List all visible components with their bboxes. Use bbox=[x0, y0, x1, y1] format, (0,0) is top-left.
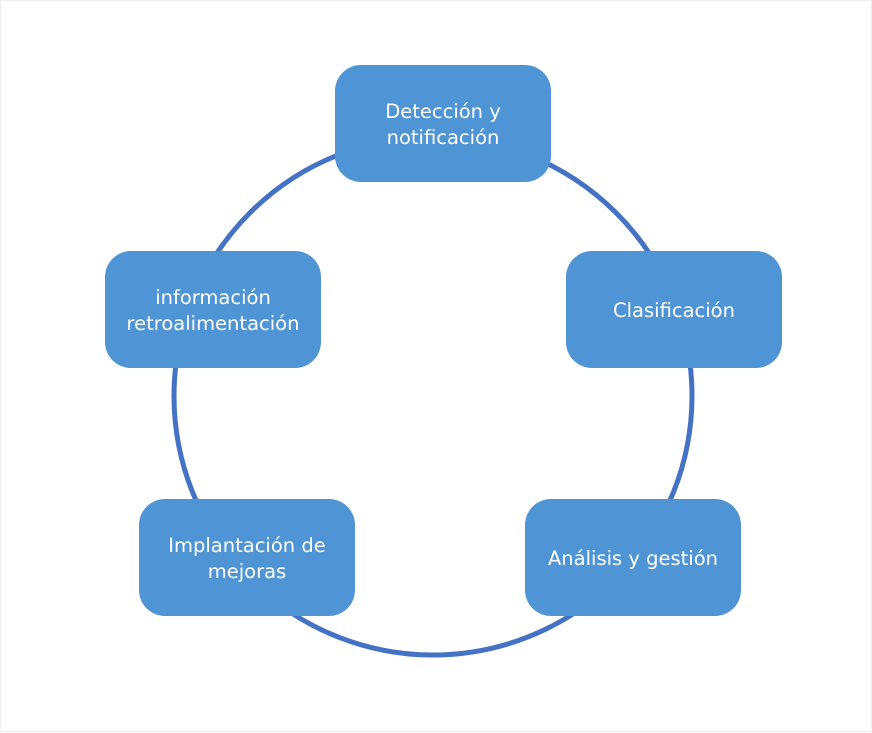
node-box bbox=[105, 251, 321, 368]
node-deteccion: Detección y notificación bbox=[335, 65, 551, 182]
node-informacion: información retroalimentación bbox=[105, 251, 321, 368]
node-box bbox=[139, 499, 355, 616]
node-analisis: Análisis y gestión bbox=[525, 499, 741, 616]
node-box bbox=[335, 65, 551, 182]
node-label-line: Implantación de bbox=[168, 534, 325, 557]
node-box bbox=[566, 251, 782, 368]
node-label-line: información bbox=[155, 286, 271, 309]
node-label-line: retroalimentación bbox=[127, 312, 300, 335]
node-label-line: Clasificación bbox=[613, 299, 735, 322]
node-clasificacion: Clasificación bbox=[566, 251, 782, 368]
node-label-line: notificación bbox=[387, 126, 500, 149]
node-box bbox=[525, 499, 741, 616]
node-label-line: Detección y bbox=[385, 100, 501, 123]
node-label-line: Análisis y gestión bbox=[548, 547, 718, 570]
node-label-line: mejoras bbox=[208, 560, 286, 583]
node-implantacion: Implantación de mejoras bbox=[139, 499, 355, 616]
